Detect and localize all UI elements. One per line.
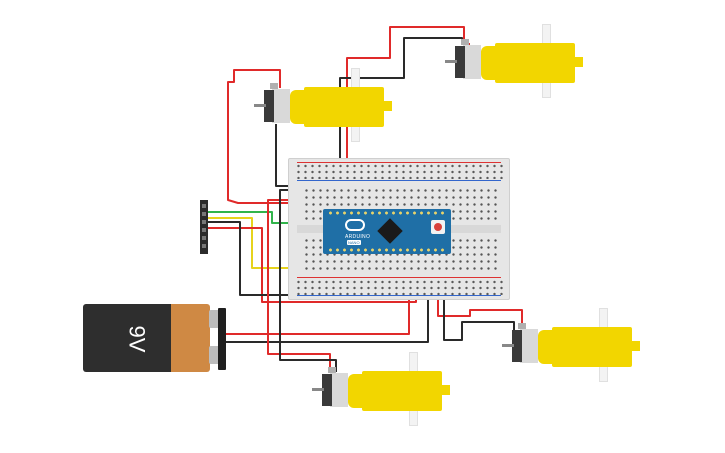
- motor-body: [272, 89, 290, 123]
- battery-clip: [218, 308, 226, 370]
- rail-negative-line-bottom: [297, 295, 501, 296]
- motor-axle: [502, 344, 514, 347]
- microcontroller-chip: [377, 218, 403, 244]
- motor-terminal[interactable]: [518, 323, 526, 329]
- rail-positive-line-bottom: [297, 277, 501, 278]
- motor-gearbox: [290, 87, 384, 127]
- motor-body: [463, 45, 481, 79]
- wire-motor4-black: [443, 254, 515, 341]
- motor-gearbox: [348, 371, 442, 411]
- breadboard-bottom-rail: [295, 279, 503, 295]
- motor-cap: [455, 46, 465, 78]
- header-pin: [202, 228, 206, 232]
- motor-nub: [442, 385, 450, 395]
- motor-terminal[interactable]: [270, 83, 278, 89]
- dc-motor-2[interactable]: [254, 68, 414, 142]
- header-pin: [202, 212, 206, 216]
- reset-button-icon[interactable]: [431, 220, 445, 234]
- motor-body: [520, 329, 538, 363]
- battery-9v[interactable]: 9V: [83, 304, 223, 372]
- board-label: ARDUINO: [345, 234, 371, 240]
- motor-terminal[interactable]: [328, 367, 336, 373]
- motor-gearbox: [481, 43, 575, 83]
- breadboard-top-rail: [295, 163, 503, 179]
- nano-top-pins: [327, 211, 447, 215]
- motor-axle: [254, 104, 266, 107]
- wire-battery-red: [225, 290, 410, 335]
- dc-motor-4[interactable]: [502, 308, 662, 382]
- rail-positive-line: [297, 162, 501, 163]
- header-pin: [202, 236, 206, 240]
- header-pin: [202, 244, 206, 248]
- board-model: NANO: [347, 240, 361, 245]
- dc-motor-1[interactable]: [445, 24, 605, 98]
- motor-nub: [632, 341, 640, 351]
- rail-negative-line: [297, 180, 501, 181]
- dc-motor-3[interactable]: [312, 352, 472, 426]
- motor-terminal[interactable]: [461, 39, 469, 45]
- nano-bottom-pins: [327, 248, 447, 252]
- wire-motor3-black: [279, 189, 337, 372]
- infinity-logo-icon: [345, 219, 365, 231]
- pin-header[interactable]: [200, 200, 208, 254]
- motor-body: [330, 373, 348, 407]
- arduino-nano[interactable]: ARDUINO NANO: [323, 209, 451, 254]
- battery-body: 9V: [83, 304, 171, 372]
- motor-nub: [575, 57, 583, 67]
- motor-nub: [384, 101, 392, 111]
- header-pin: [202, 204, 206, 208]
- battery-label: 9V: [124, 325, 150, 353]
- motor-cap: [512, 330, 522, 362]
- motor-cap: [264, 90, 274, 122]
- motor-gearbox: [538, 327, 632, 367]
- battery-cap: [171, 304, 210, 372]
- motor-axle: [445, 60, 457, 63]
- motor-axle: [312, 388, 324, 391]
- header-pin: [202, 220, 206, 224]
- motor-cap: [322, 374, 332, 406]
- wire-motor4-red: [437, 254, 523, 330]
